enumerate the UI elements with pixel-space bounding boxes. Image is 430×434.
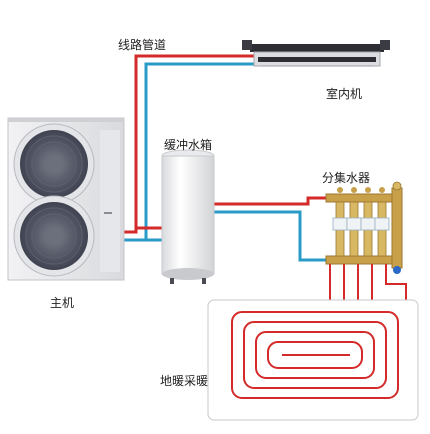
label-line-pipes: 线路管道: [118, 38, 167, 52]
buffer-tank: [161, 149, 215, 284]
return-pipe-manifold: [214, 210, 330, 262]
label-indoor-unit: 室内机: [326, 87, 363, 101]
pipes-manifold-to-floor: [329, 264, 407, 308]
fan-grille-bottom: [13, 195, 95, 277]
label-main-unit: 主机: [50, 296, 75, 310]
supply-pipe-manifold: [214, 196, 330, 206]
fan-grille-top: [13, 123, 95, 205]
label-floor-heating: 地暖采暖: [160, 374, 209, 388]
label-buffer-tank: 缓冲水箱: [164, 138, 213, 152]
supply-pipe-indoor: [124, 54, 256, 234]
floor-heating-coil: [231, 311, 399, 399]
indoor-unit: [242, 40, 390, 67]
manifold: [325, 181, 403, 274]
main-outdoor-unit: [7, 117, 125, 281]
floor-heating-panel: [207, 299, 419, 421]
pipes-tank-to-manifold: [214, 196, 330, 262]
pipes-unit-to-tank: [124, 226, 162, 242]
label-manifold: 分集水器: [322, 171, 371, 185]
